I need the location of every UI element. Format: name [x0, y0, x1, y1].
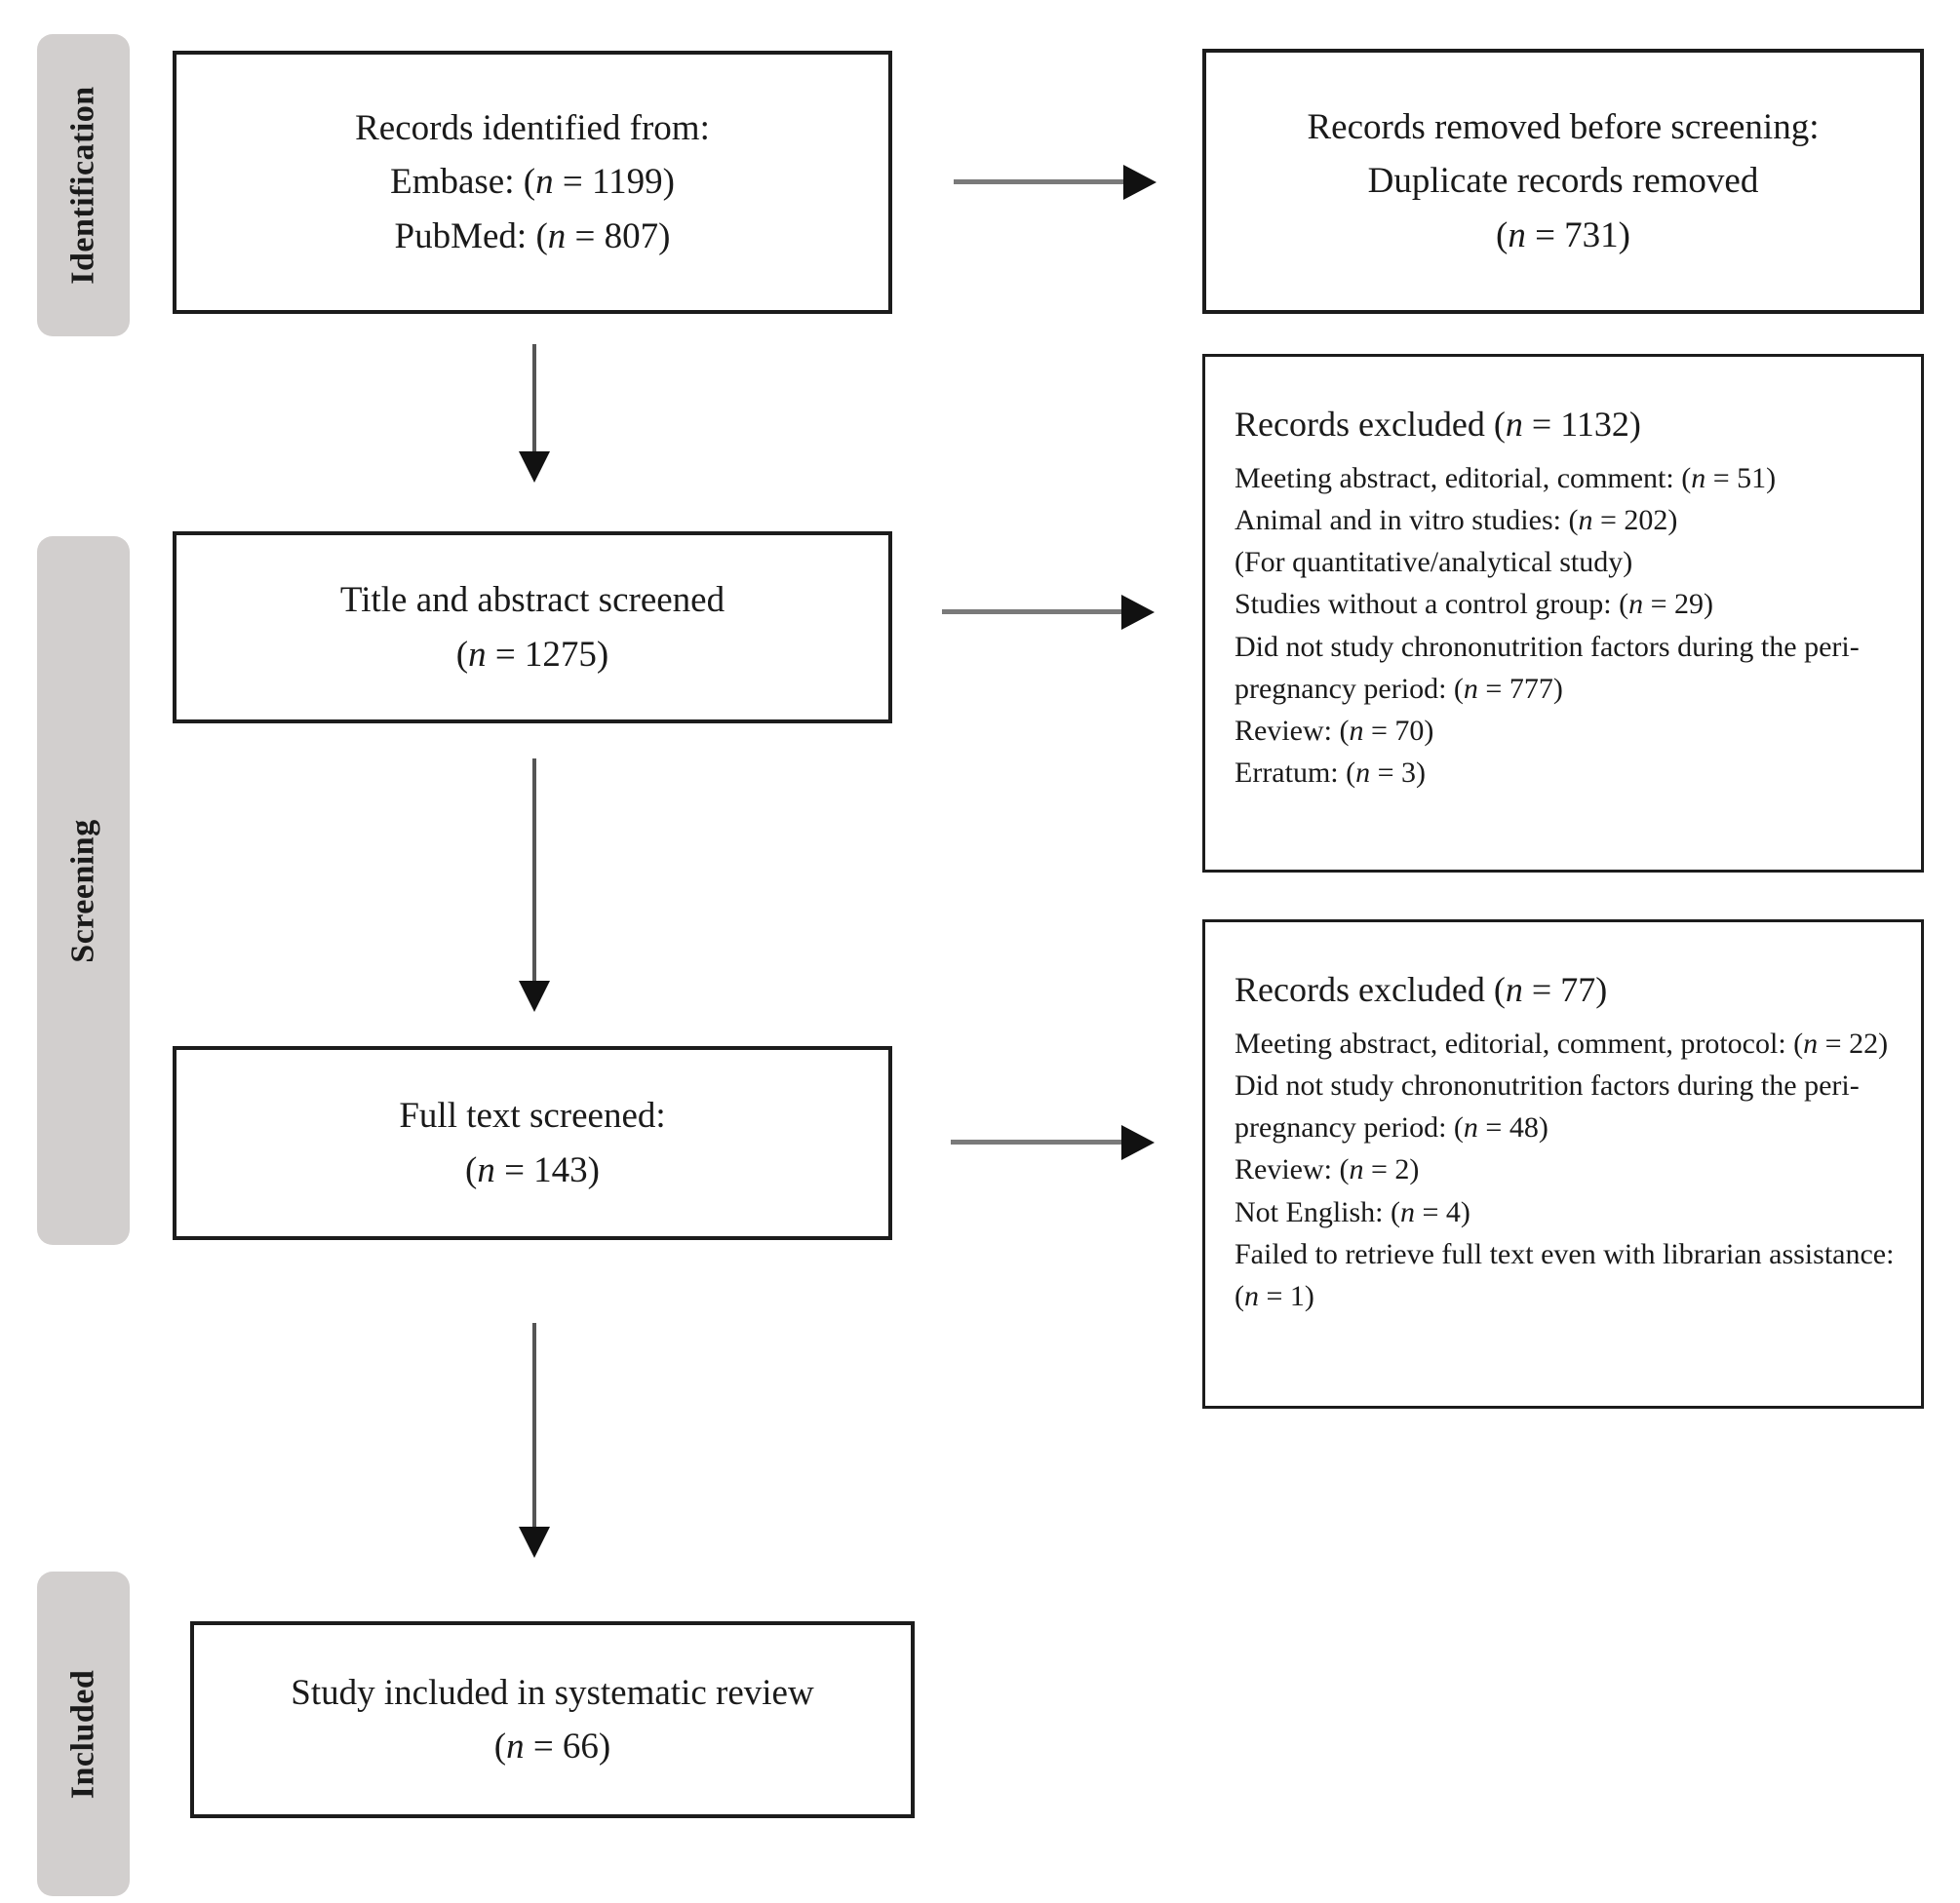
text-line: (n = 66) [493, 1727, 611, 1767]
box-records-excluded-screening: Records excluded (n = 1132) Meeting abst… [1202, 354, 1924, 873]
stage-label-screening: Screening [37, 536, 130, 1245]
text-line: Study included in systematic review [291, 1672, 814, 1713]
text-line: Records removed before screening: [1307, 106, 1820, 147]
text-line: Embase: (n = 1199) [390, 162, 675, 203]
box-records-removed-before-screening: Records removed before screening: Duplica… [1202, 49, 1924, 314]
text-line: Title and abstract screened [339, 580, 725, 620]
arrow-right-fulltext-shaft [951, 1140, 1123, 1145]
box-title-abstract-screened: Title and abstract screened (n = 1275) [173, 531, 892, 723]
arrow-right-title-abstract-head-icon [1121, 595, 1155, 630]
text-line: Not English: (n = 4) [1235, 1195, 1470, 1228]
box-study-included: Study included in systematic review (n = … [190, 1621, 915, 1818]
text-line: PubMed: (n = 807) [394, 215, 671, 256]
records-excluded-fulltext-items: Meeting abstract, editorial, comment, pr… [1235, 1023, 1898, 1317]
arrow-down-title-abstract-to-fulltext-head-icon [519, 981, 550, 1012]
text-line: (For quantitative/analytical study) [1235, 546, 1633, 579]
arrow-down-identification-to-screening-head-icon [519, 451, 550, 483]
text-line: Review: (n = 2) [1235, 1153, 1420, 1186]
arrow-down-fulltext-to-included-shaft [532, 1323, 536, 1529]
box-records-excluded-fulltext: Records excluded (n = 77) Meeting abstra… [1202, 919, 1924, 1409]
stage-label-identification-text: Identification [64, 86, 101, 285]
arrow-down-identification-to-screening-shaft [532, 344, 536, 453]
text-line: Meeting abstract, editorial, comment: (n… [1235, 461, 1777, 494]
text-line: Failed to retrieve full text even with l… [1235, 1237, 1895, 1312]
records-excluded-fulltext-heading: Records excluded (n = 77) [1235, 970, 1608, 1009]
box-records-identified: Records identified from: Embase: (n = 119… [173, 51, 892, 314]
text-line: Did not study chrononutrition factors du… [1235, 1068, 1860, 1145]
text-line: Animal and in vitro studies: (n = 202) [1235, 503, 1678, 536]
text-line: Duplicate records removed [1367, 161, 1759, 202]
stage-label-included: Included [37, 1572, 130, 1896]
box-full-text-screened: Full text screened: (n = 143) [173, 1046, 892, 1240]
arrow-down-title-abstract-to-fulltext-shaft [532, 758, 536, 983]
records-excluded-screening-heading: Records excluded (n = 1132) [1235, 405, 1641, 444]
text-line: Full text screened: [399, 1096, 666, 1136]
text-line: Erratum: (n = 3) [1235, 757, 1427, 790]
stage-label-identification: Identification [37, 34, 130, 336]
records-excluded-screening-items: Meeting abstract, editorial, comment: (n… [1235, 457, 1898, 795]
text-line: (n = 731) [1495, 214, 1631, 255]
stage-label-included-text: Included [64, 1669, 101, 1799]
text-line: Studies without a control group: (n = 29… [1235, 588, 1714, 621]
text-line: (n = 1275) [455, 634, 609, 675]
text-line: Review: (n = 70) [1235, 714, 1434, 747]
text-line: Records identified from: [355, 107, 710, 148]
text-line: (n = 143) [464, 1149, 601, 1190]
arrow-down-fulltext-to-included-head-icon [519, 1527, 550, 1558]
arrow-right-fulltext-head-icon [1121, 1125, 1155, 1160]
stage-label-screening-text: Screening [64, 818, 101, 963]
arrow-right-identification-head-icon [1123, 165, 1156, 200]
text-line: Did not study chrononutrition factors du… [1235, 630, 1860, 705]
text-line: Meeting abstract, editorial, comment, pr… [1235, 1027, 1889, 1060]
arrow-right-identification-shaft [954, 179, 1125, 184]
arrow-right-title-abstract-shaft [942, 609, 1123, 614]
